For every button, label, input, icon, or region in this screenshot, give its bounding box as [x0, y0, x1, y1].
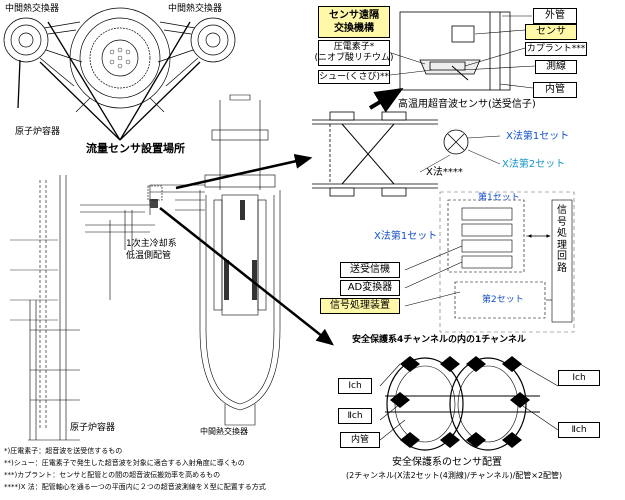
- piezo-box: 圧電素子* (ニオブ酸リチウム): [314, 40, 394, 66]
- xmethod-label: X法****: [426, 167, 463, 178]
- xmethod-set2-label: X法第2セット: [502, 159, 566, 170]
- sensor-location-label: 流量センサ設置場所: [86, 142, 185, 155]
- ch2-left-box: Ⅱch: [338, 408, 372, 424]
- mech-line1: センサ遠隔: [329, 9, 379, 21]
- sensor-spot: [240, 200, 245, 220]
- shoe-box: シュー(くさび)**: [318, 70, 390, 84]
- piezo-line2: (ニオブ酸リチウム): [314, 53, 394, 63]
- footnote-3: ***)カプラント：センサと配管との間の超音波伝搬効率を高めるもの: [4, 471, 221, 479]
- channel-caption-1: 安全保護系のセンサ配置: [392, 457, 502, 468]
- channel-caption-2: (2チャンネル(X法2セット(4測線)/チャンネル)/配管×2配管): [346, 471, 563, 480]
- sensor-spot: [150, 199, 158, 208]
- channel-sensors: [390, 356, 530, 448]
- set2-label: 第2セット: [482, 295, 524, 305]
- outer-tube-box: 外管: [533, 8, 577, 24]
- signal-circuit-label: 信号処理回路: [557, 205, 567, 274]
- xmethod-set1-label: X法第1セット: [506, 131, 570, 142]
- measuring-line-box: 測線: [535, 60, 577, 74]
- ch2-right-box: Ⅱch: [558, 422, 600, 438]
- left-ihx-label: 中間熱交換器: [5, 4, 60, 14]
- plan-vessel-label: 原子炉容器: [15, 127, 61, 137]
- pipe-label-line2: 低温側配管: [126, 251, 172, 261]
- xset1-label: X法第1セット: [374, 231, 438, 242]
- inner-tube-box: 内管: [533, 82, 577, 98]
- right-ihx-label: 中間熱交換器: [168, 4, 223, 14]
- footnote-1: *)圧電素子：超音波を送受信するもの: [4, 447, 123, 455]
- sensor-box: センサ: [525, 24, 577, 40]
- sensor-detail-drawing: [399, 11, 511, 91]
- footnote-4: ****)X 法：配管軸心を通る一つの平面内に２つの超音波測線をＸ型に配置する方…: [4, 483, 266, 491]
- signal-processor-box: 信号処理装置: [320, 298, 400, 314]
- remote-exchange-mechanism-box: センサ遠隔 交換機構: [318, 6, 390, 38]
- plan-view-drawing: [3, 7, 236, 113]
- signal-processing-drawing: [404, 191, 575, 333]
- sensor-location-leaders: [17, 21, 201, 141]
- pipe-label-line1: 1次主冷却系: [126, 239, 177, 249]
- piezo-line1: 圧電素子*: [333, 42, 375, 52]
- elevation-vessel-label: 原子炉容器: [70, 423, 116, 433]
- ad-converter-box: AD変換器: [340, 280, 400, 296]
- transceiver-box: 送受信機: [340, 262, 400, 278]
- couplant-box: カプラント***: [525, 42, 587, 56]
- pipe-x-detail: [312, 111, 469, 197]
- set1-label: 第1セット: [478, 193, 520, 203]
- mech-line2: 交換機構: [334, 22, 374, 34]
- ch1-right-box: Ⅰch: [558, 370, 600, 386]
- inner-tube-left-box: 内管: [340, 432, 380, 448]
- channel-title: 安全保護系4チャンネルの内の1チャンネル: [352, 335, 526, 345]
- elevation-ihx-label: 中間熱交換器: [200, 427, 248, 436]
- footnote-2: **)シュー：圧電素子で発生した超音波を対象に適合する入射角度に導くもの: [4, 459, 245, 467]
- ht-sensor-caption: 高温用超音波センサ(送受信子): [398, 99, 536, 110]
- ch1-left-box: Ⅰch: [338, 378, 372, 394]
